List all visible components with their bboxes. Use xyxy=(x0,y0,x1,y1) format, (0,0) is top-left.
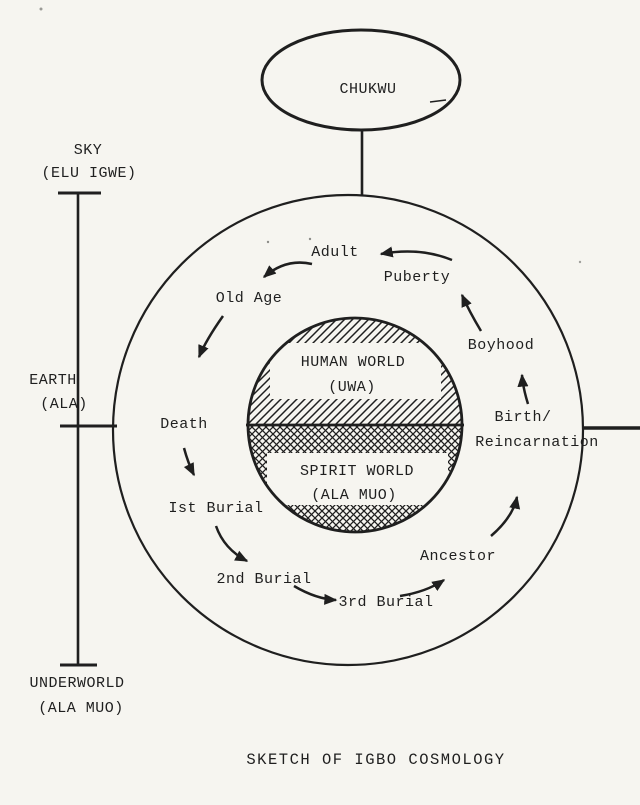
stage-puberty: Puberty xyxy=(384,269,451,286)
sky-label-line2: (ELU IGWE) xyxy=(41,165,136,182)
arrow-adult-to-old-age xyxy=(262,261,313,278)
earth-label-line2: (ALA) xyxy=(40,396,88,413)
spirit-world-label-line1: SPIRIT WORLD xyxy=(300,463,414,480)
arrow-puberty-to-adult xyxy=(379,246,453,262)
arrow-third-burial-to-ancestor xyxy=(399,578,446,598)
scan-mark xyxy=(429,99,447,103)
stage-boyhood: Boyhood xyxy=(468,337,535,354)
stage-first-burial: Ist Burial xyxy=(168,500,263,517)
sky-label-line1: SKY xyxy=(74,142,103,159)
human-world-label-line1: HUMAN WORLD xyxy=(301,354,406,371)
chukwu-label: CHUKWU xyxy=(339,81,396,98)
stage-adult: Adult xyxy=(311,244,359,261)
scan-speck xyxy=(266,240,270,244)
diagram-caption: SKETCH OF IGBO COSMOLOGY xyxy=(246,751,505,769)
earth-label-line1: EARTH xyxy=(29,372,77,389)
outer-circle xyxy=(111,193,585,667)
stage-birth-line1: Birth/ xyxy=(494,409,551,426)
arrow-second-to-third-burial xyxy=(293,584,338,605)
scan-speck xyxy=(308,237,312,241)
stage-old-age: Old Age xyxy=(216,290,283,307)
arrow-birth-to-boyhood xyxy=(517,373,530,405)
arrow-boyhood-to-puberty xyxy=(460,293,483,332)
arrow-first-to-second-burial xyxy=(214,525,249,563)
scan-speck xyxy=(39,7,43,11)
underworld-label-line2: (ALA MUO) xyxy=(38,700,124,717)
arrow-ancestor-to-birth xyxy=(490,495,521,537)
spirit-world-label-box xyxy=(267,453,448,505)
stage-death: Death xyxy=(160,416,208,433)
human-world-label-box xyxy=(270,343,441,399)
stage-birth-line2: Reincarnation xyxy=(475,434,599,451)
arrow-death-to-first-burial xyxy=(182,447,196,477)
chukwu-ellipse xyxy=(260,28,462,132)
arrow-old-age-to-death xyxy=(197,315,225,359)
scan-speck xyxy=(578,260,582,264)
underworld-label-line1: UNDERWORLD xyxy=(29,675,124,692)
stage-ancestor: Ancestor xyxy=(420,548,496,565)
stage-third-burial: 3rd Burial xyxy=(338,594,433,611)
human-world-label-line2: (UWA) xyxy=(328,379,376,396)
spirit-world-label-line2: (ALA MUO) xyxy=(311,487,397,504)
stage-second-burial: 2nd Burial xyxy=(216,571,311,588)
